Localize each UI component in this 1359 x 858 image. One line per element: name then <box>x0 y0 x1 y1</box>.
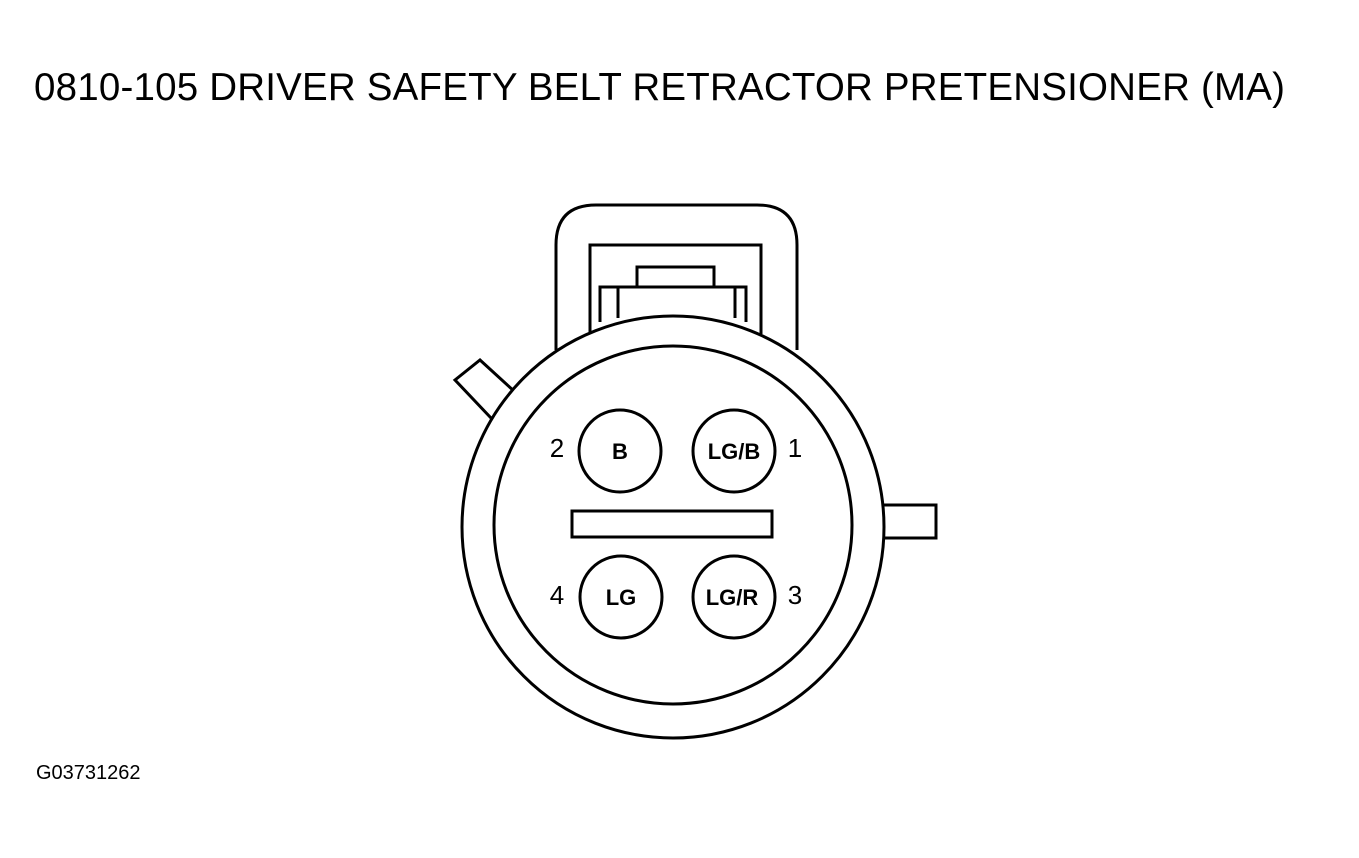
pin-1-number: 1 <box>788 433 802 463</box>
pin-2-number: 2 <box>550 433 564 463</box>
pin-2-color-label: B <box>612 439 628 464</box>
pin-3-number: 3 <box>788 580 802 610</box>
latch-tab <box>635 265 716 289</box>
connector-outer-body <box>460 314 886 740</box>
pin-cavity-1 <box>691 408 777 494</box>
pin-3-color-label: LG/R <box>706 585 759 610</box>
diagram-title: 0810-105 DRIVER SAFETY BELT RETRACTOR PR… <box>34 66 1286 109</box>
pin-cavity-4 <box>578 554 664 640</box>
pin-cavity-2 <box>577 408 663 494</box>
connector-inner-face <box>492 344 854 706</box>
pin-1-color-label: LG/B <box>708 439 761 464</box>
right-key-tab <box>880 503 938 540</box>
latch-body <box>598 285 748 322</box>
latch-inner-frame <box>588 243 763 334</box>
pin-cavity-3 <box>691 554 777 640</box>
connector-latch-housing <box>554 203 799 350</box>
pin-4-number: 4 <box>550 580 564 610</box>
figure-id: G03731262 <box>36 762 141 784</box>
pin-4-color-label: LG <box>606 585 637 610</box>
center-divider-bar <box>570 509 774 539</box>
left-key-tab <box>452 358 517 420</box>
